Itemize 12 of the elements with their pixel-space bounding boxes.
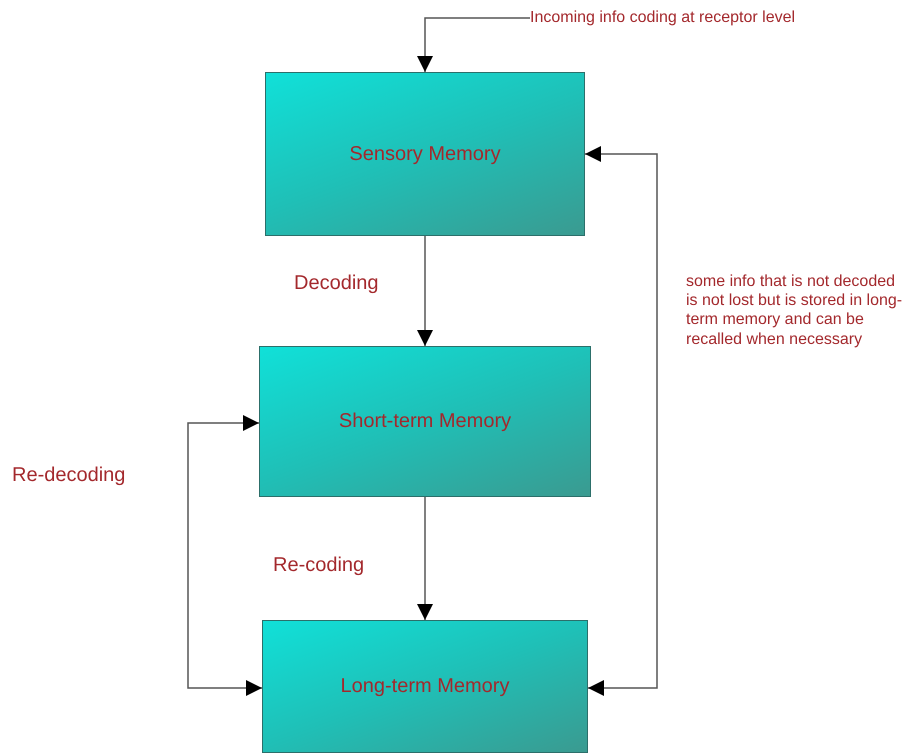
node-label: Short-term Memory	[338, 410, 512, 433]
process-box	[265, 72, 585, 236]
process-box	[259, 346, 591, 497]
arrow	[417, 236, 433, 346]
leader-line	[417, 17, 530, 72]
node-label: Long-term Memory	[340, 675, 510, 698]
arrow	[187, 415, 262, 696]
arrow	[417, 497, 433, 620]
node-label: Sensory Memory	[349, 142, 501, 166]
annotation-text: Incoming info coding at receptor level	[530, 9, 796, 27]
process-box	[262, 620, 588, 753]
arrow	[585, 146, 658, 696]
